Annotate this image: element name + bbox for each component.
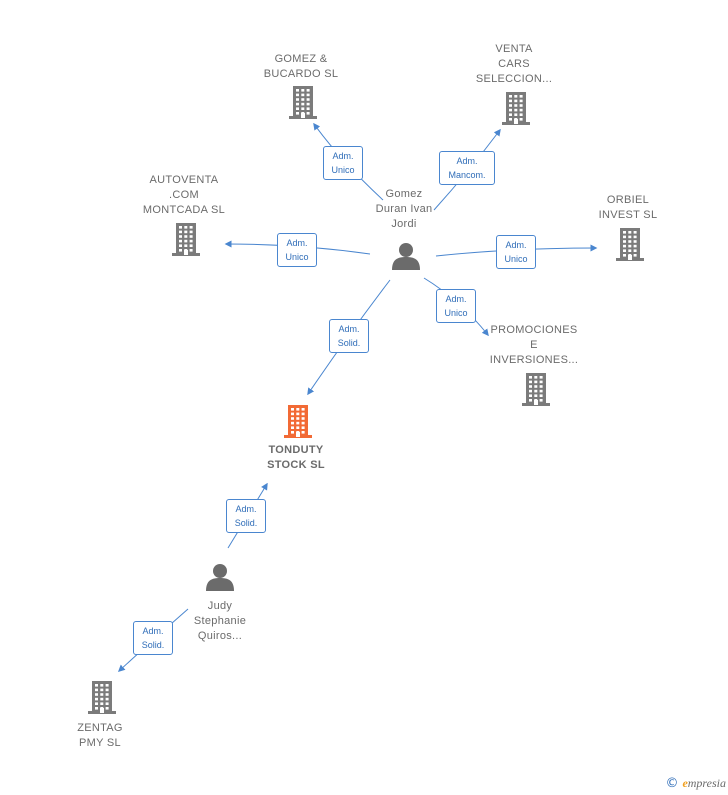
person-label-gomez_duran[interactable]: Gomez Duran Ivan Jordi <box>375 188 433 230</box>
role-label-gomez_duran-promociones[interactable]: Adm. Unico <box>436 289 476 323</box>
person-label-judy[interactable]: Judy Stephanie Quiros... <box>193 600 247 642</box>
role-text: Adm. <box>338 324 360 334</box>
role-text: Unico <box>444 308 468 318</box>
role-label-gomez_duran-autoventa[interactable]: Adm. Unico <box>277 233 317 267</box>
company-label-zentag[interactable]: ZENTAG PMY SL <box>77 722 123 749</box>
role-text: Unico <box>285 252 309 262</box>
role-text: Adm. <box>456 156 478 166</box>
company-label-autoventa[interactable]: AUTOVENTA .COM MONTCADA SL <box>142 174 226 216</box>
company-label-promociones[interactable]: PROMOCIONES E INVERSIONES... <box>489 324 579 366</box>
role-text: Adm. <box>142 626 164 636</box>
company-label-orbiel[interactable]: ORBIEL INVEST SL <box>598 194 658 221</box>
copyright-icon: © <box>665 776 679 791</box>
role-label-judy-tonduty[interactable]: Adm. Solid. <box>226 499 266 533</box>
role-label-gomez_duran-venta[interactable]: Adm. Mancom. <box>439 151 495 185</box>
role-label-judy-zentag[interactable]: Adm. Solid. <box>133 621 173 655</box>
building-icon-venta[interactable] <box>499 90 533 131</box>
role-text: Unico <box>331 165 355 175</box>
role-text: Adm. <box>286 238 308 248</box>
building-icon-promociones[interactable] <box>519 371 553 412</box>
role-label-gomez_duran-orbiel[interactable]: Adm. Unico <box>496 235 536 269</box>
role-text: Unico <box>504 254 528 264</box>
role-text: Adm. <box>445 294 467 304</box>
building-icon-gomez[interactable] <box>286 84 320 125</box>
person-icon-gomez_duran[interactable] <box>391 241 421 276</box>
company-label-tonduty[interactable]: TONDUTY STOCK SL <box>267 444 325 471</box>
brand-initial: e <box>682 776 688 790</box>
building-icon-zentag[interactable] <box>85 679 119 720</box>
brand-name: mpresia <box>687 776 726 790</box>
building-icon-autoventa[interactable] <box>169 221 203 262</box>
company-label-venta[interactable]: VENTA CARS SELECCION... <box>475 43 553 85</box>
role-label-gomez_duran-tonduty[interactable]: Adm. Solid. <box>329 319 369 353</box>
role-text: Solid. <box>337 338 361 348</box>
company-label-gomez[interactable]: GOMEZ & BUCARDO SL <box>263 53 339 80</box>
role-label-gomez_duran-gomez[interactable]: Adm. Unico <box>323 146 363 180</box>
brand-watermark: ©empresia <box>665 776 726 791</box>
role-text: Adm. <box>235 504 257 514</box>
role-text: Solid. <box>141 640 165 650</box>
role-text: Solid. <box>234 518 258 528</box>
role-text: Adm. <box>505 240 527 250</box>
building-icon-tonduty[interactable] <box>281 403 315 444</box>
role-text: Adm. <box>332 151 354 161</box>
role-text: Mancom. <box>448 170 486 180</box>
person-icon-judy[interactable] <box>205 562 235 597</box>
building-icon-orbiel[interactable] <box>613 226 647 267</box>
